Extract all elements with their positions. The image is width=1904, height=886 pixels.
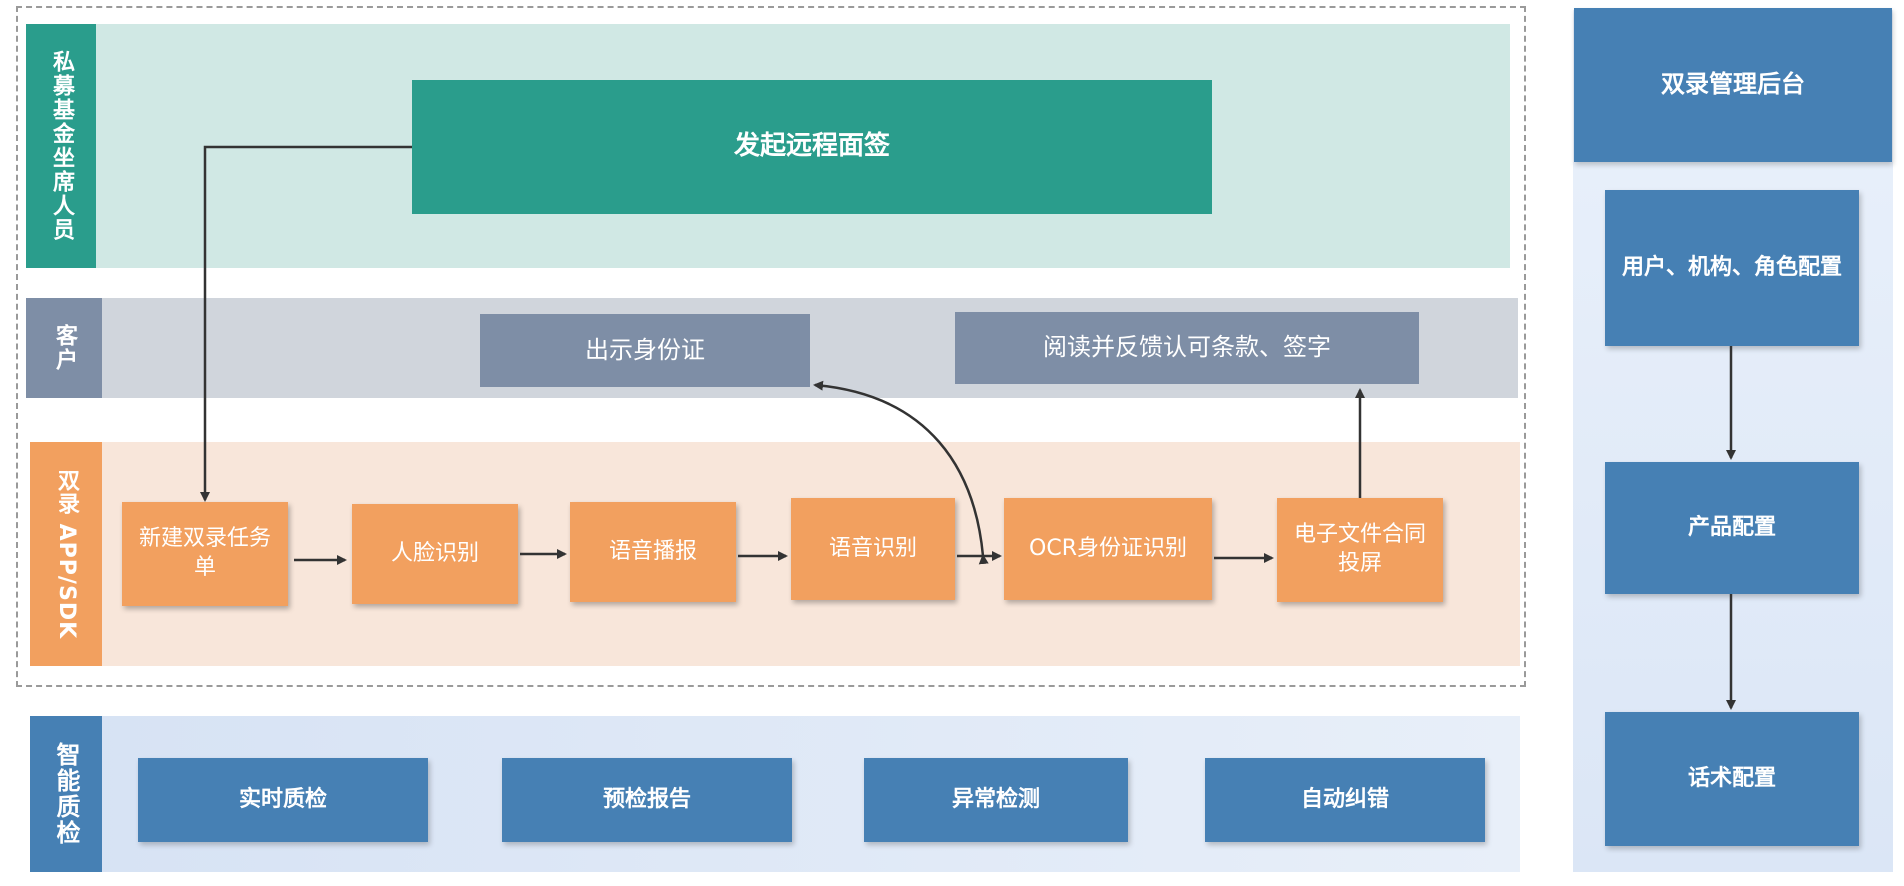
customer-lane-label-text: 客户: [52, 324, 77, 372]
admin-item-user-org-role[interactable]: 用户、机构、角色配置: [1605, 190, 1859, 346]
staff-lane-label: 私募基金坐席人员: [26, 24, 96, 268]
new-task-label: 新建双录任务单: [138, 526, 271, 580]
qc-item-label: 实时质检: [238, 786, 327, 812]
qc-lane-label: 智能质检: [30, 716, 102, 872]
customer-lane-label: 客户: [26, 298, 102, 398]
arrow-remote-sign-to-new-task: [200, 145, 412, 502]
qc-item-auto-correction[interactable]: 自动纠错: [1205, 758, 1485, 842]
admin-item-script-config[interactable]: 话术配置: [1605, 712, 1859, 846]
read-feedback-label: 阅读并反馈认可条款、签字: [1043, 333, 1331, 362]
voice-broadcast-node[interactable]: 语音播报: [570, 502, 736, 602]
qc-item-precheck-report[interactable]: 预检报告: [502, 758, 792, 842]
qc-item-realtime[interactable]: 实时质检: [138, 758, 428, 842]
remote-sign-label: 发起远程面签: [733, 131, 890, 162]
e-contract-node[interactable]: 电子文件合同投屏: [1277, 498, 1443, 602]
face-recognition-node[interactable]: 人脸识别: [352, 504, 518, 604]
show-id-label: 出示身份证: [585, 335, 705, 364]
admin-item-label: 产品配置: [1687, 514, 1776, 540]
process-frame: [16, 6, 1526, 687]
app-lane-label: 双录 APP/SDK: [30, 442, 102, 666]
qc-item-anomaly-detection[interactable]: 异常检测: [864, 758, 1128, 842]
qc-item-label: 自动纠错: [1300, 786, 1389, 812]
read-feedback-node[interactable]: 阅读并反馈认可条款、签字: [955, 312, 1419, 384]
remote-sign-node[interactable]: 发起远程面签: [412, 80, 1212, 214]
admin-item-product-config[interactable]: 产品配置: [1605, 462, 1859, 594]
admin-title-text: 双录管理后台: [1661, 70, 1805, 99]
ocr-id-node[interactable]: OCR身份证识别: [1004, 498, 1212, 600]
qc-item-label: 异常检测: [951, 786, 1040, 812]
staff-lane-label-text: 私募基金坐席人员: [49, 50, 74, 242]
qc-item-label: 预检报告: [602, 786, 691, 812]
ocr-id-label: OCR身份证识别: [1029, 535, 1187, 561]
show-id-node[interactable]: 出示身份证: [480, 314, 810, 387]
e-contract-label: 电子文件合同投屏: [1293, 522, 1426, 576]
new-task-node[interactable]: 新建双录任务单: [122, 502, 288, 606]
admin-item-label: 话术配置: [1687, 765, 1776, 791]
face-recognition-label: 人脸识别: [390, 540, 479, 566]
arrow-show-id-ocr-curve: [813, 380, 989, 565]
qc-lane-label-text: 智能质检: [52, 742, 80, 846]
admin-item-label: 用户、机构、角色配置: [1621, 254, 1842, 280]
admin-title: 双录管理后台: [1574, 8, 1892, 162]
app-lane-label-text: 双录 APP/SDK: [54, 468, 79, 640]
voice-broadcast-label: 语音播报: [608, 538, 697, 564]
